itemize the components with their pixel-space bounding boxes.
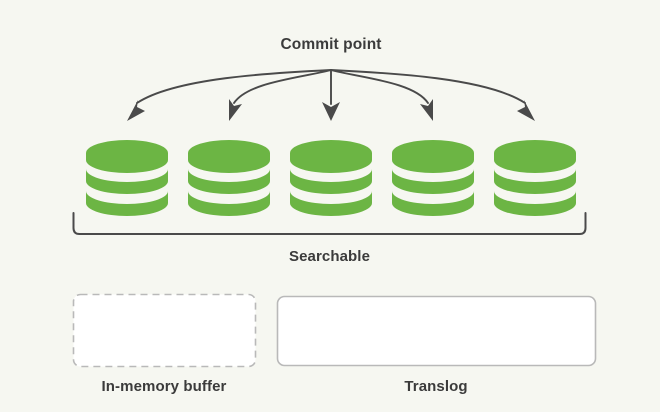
arrow-to-segment-2 bbox=[233, 69, 332, 104]
arrowhead-1 bbox=[127, 100, 145, 121]
segment-5 bbox=[494, 140, 576, 216]
translog-label: Translog bbox=[404, 378, 468, 395]
arrowhead-5 bbox=[517, 100, 535, 121]
segment-3 bbox=[290, 140, 372, 216]
arrow-to-segment-5 bbox=[330, 69, 526, 104]
segments-group bbox=[86, 140, 576, 216]
segment-4 bbox=[392, 140, 474, 216]
commit-arrows-group bbox=[136, 69, 526, 105]
in-memory-buffer-box bbox=[72, 293, 257, 368]
searchable-label: Searchable bbox=[288, 248, 371, 265]
segment-1 bbox=[86, 140, 168, 216]
in-memory-buffer-label: In-memory buffer bbox=[101, 378, 227, 395]
segment-2 bbox=[188, 140, 270, 216]
arrow-to-segment-4 bbox=[330, 69, 429, 104]
searchable-bracket bbox=[72, 212, 587, 235]
commit-point-label: Commit point bbox=[280, 36, 382, 53]
arrowhead-2 bbox=[229, 99, 242, 121]
arrowhead-4 bbox=[420, 99, 433, 121]
arrowhead-3 bbox=[322, 102, 340, 121]
translog-box bbox=[276, 295, 597, 367]
arrow-to-segment-1 bbox=[136, 69, 332, 104]
commit-arrowheads-group bbox=[127, 99, 535, 121]
